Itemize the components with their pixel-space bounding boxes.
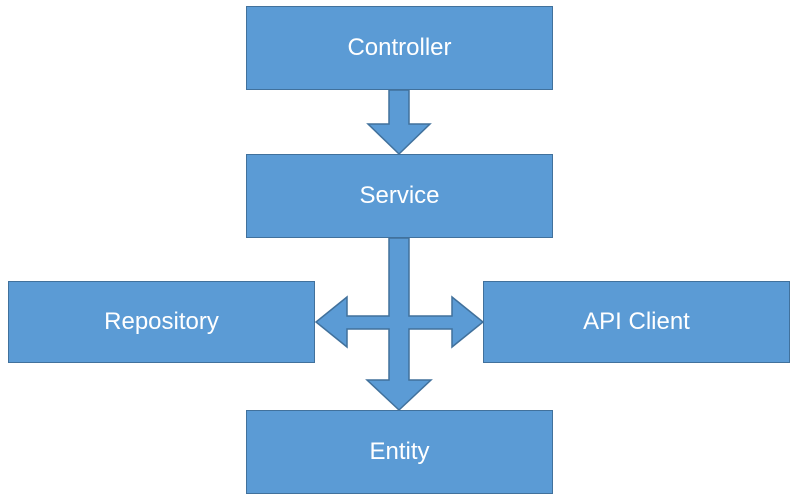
service-node: Service [246, 154, 553, 238]
repository-label: Repository [104, 308, 219, 335]
controller-label: Controller [347, 34, 452, 61]
api-client-label: API Client [583, 308, 690, 335]
api-client-node: API Client [483, 281, 790, 363]
entity-node: Entity [246, 410, 553, 494]
arrow-controller-to-service [366, 89, 432, 156]
entity-label: Entity [369, 438, 430, 465]
service-label: Service [359, 182, 440, 209]
arrow-service-to-dependencies [314, 237, 485, 412]
repository-node: Repository [8, 281, 315, 363]
controller-node: Controller [246, 6, 553, 90]
